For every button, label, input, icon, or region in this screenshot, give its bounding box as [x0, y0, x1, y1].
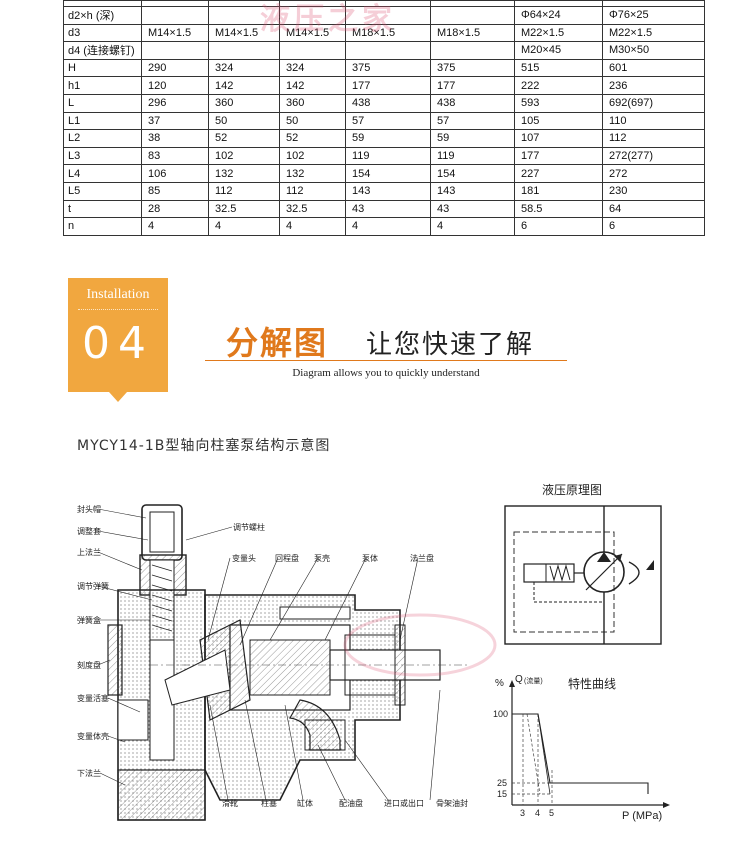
table-cell: M14×1.5 — [279, 23, 346, 43]
table-cell: 6 — [602, 217, 705, 236]
label-inlet-outlet: 进口或出口 — [384, 799, 424, 808]
table-cell: 59 — [430, 129, 515, 148]
section-badge-tail — [109, 392, 127, 402]
table-cell: Φ64×24 — [514, 6, 603, 25]
curve-title: 特性曲线 — [568, 677, 617, 691]
table-cell-cropped — [602, 0, 705, 7]
label-oil-seal: 骨架油封 — [436, 799, 468, 808]
table-cell: 154 — [345, 164, 431, 183]
curve-y-axis-q: Q — [515, 674, 523, 685]
table-cell: 324 — [279, 58, 346, 78]
table-row-label: h1 — [63, 76, 142, 95]
curve-x-tick-3: 3 — [520, 808, 526, 818]
curve-y-axis-q-unit: (流量) — [524, 678, 543, 685]
label-variable-piston: 变量活塞 — [77, 694, 109, 703]
section-badge — [68, 278, 168, 392]
table-cell: M18×1.5 — [430, 23, 515, 43]
characteristic-curve — [509, 680, 670, 808]
label-variable-head: 变量头 — [232, 554, 256, 563]
table-cell: M30×50 — [602, 41, 705, 60]
table-cell: 6 — [514, 217, 603, 236]
hydraulic-schematic-title: 液压原理图 — [542, 483, 603, 497]
label-upper-flange: 上法兰 — [77, 548, 101, 557]
label-adjust-sleeve: 调整套 — [77, 527, 101, 536]
table-cell: 142 — [279, 76, 346, 95]
curve-x-axis-label: P (MPa) — [622, 810, 663, 822]
table-cell: 4 — [430, 217, 515, 236]
table-cell: 438 — [345, 93, 431, 113]
label-flange-plate: 法兰盘 — [410, 554, 434, 563]
table-row-label: d4 (连接螺钉) — [63, 41, 142, 60]
label-adjust-spring: 调节弹簧 — [77, 582, 109, 591]
table-cell: 4 — [279, 217, 346, 236]
table-cell: 119 — [430, 146, 515, 166]
section-heading-main: 分解图 — [226, 324, 329, 362]
diagram-title: MYCY14-1B型轴向柱塞泵结构示意图 — [77, 438, 331, 454]
curve-x-tick-4: 4 — [535, 808, 541, 818]
table-cell: 120 — [141, 76, 209, 95]
curve-y-tick-100: 100 — [493, 709, 509, 719]
table-cell: 132 — [208, 164, 280, 183]
label-return-plate: 回程盘 — [275, 554, 299, 563]
section-heading-english: Diagram allows you to quickly understand — [292, 367, 480, 379]
label-slipper: 滑靴 — [222, 799, 238, 808]
section-heading-underline — [205, 360, 567, 361]
table-cell: 112 — [208, 181, 280, 201]
label-pump-shell: 泵壳 — [314, 554, 330, 563]
section-badge-divider — [78, 309, 158, 312]
label-cylinder: 缸体 — [297, 799, 313, 808]
section-badge-number: 04 — [82, 318, 154, 369]
section-heading-sub: 让您快速了解 — [366, 330, 535, 360]
label-spring-box: 弹簧盒 — [77, 616, 101, 625]
section-badge-title: Installation — [86, 287, 150, 302]
table-cell: 272(277) — [602, 146, 705, 166]
table-cell: 230 — [602, 181, 705, 201]
label-pump-body: 泵体 — [362, 554, 378, 563]
hydraulic-schematic — [504, 505, 662, 645]
label-end-cap: 封头帽 — [77, 505, 101, 514]
table-cell: M14×1.5 — [208, 23, 280, 43]
label-lower-flange: 下法兰 — [77, 769, 101, 778]
table-cell: Φ76×25 — [602, 6, 705, 25]
label-variable-housing: 变量体壳 — [77, 732, 109, 741]
curve-y-tick-25: 25 — [497, 778, 508, 788]
table-cell: 177 — [345, 76, 431, 95]
label-valve-plate: 配油盘 — [339, 799, 363, 808]
curve-x-tick-5: 5 — [549, 808, 555, 818]
curve-y-axis-percent: % — [495, 678, 504, 689]
label-dial: 刻度盘 — [77, 661, 101, 670]
label-adjust-stud: 调节螺柱 — [233, 523, 265, 532]
table-cell: M22×1.5 — [602, 23, 705, 43]
curve-y-tick-15: 15 — [497, 789, 508, 799]
label-plunger: 柱塞 — [261, 799, 277, 808]
table-cell: 52 — [208, 129, 280, 148]
